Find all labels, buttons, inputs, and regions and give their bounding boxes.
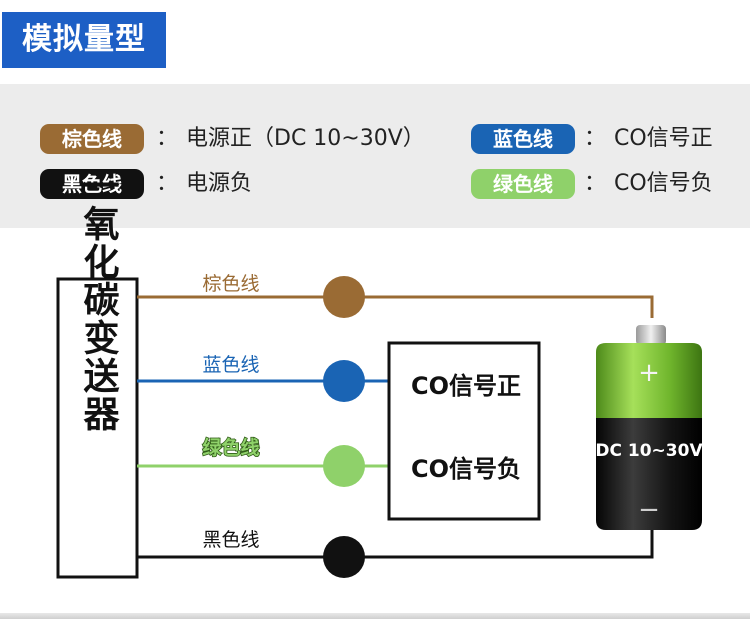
legend-blue-colon: ： [584,126,607,151]
legend-blue-desc: CO信号正 [614,126,713,151]
wire-black-label: 黑色线 [202,529,259,551]
legend-brown-badge: 棕色线 [40,124,144,154]
battery: + DC 10~30V − [595,325,703,530]
terminal-brown [323,276,365,318]
legend-brown-colon: ： [156,126,179,151]
wire-brown [137,295,654,318]
terminal-blue [323,360,365,402]
wire-blue-label: 蓝色线 [202,354,259,376]
signal-positive-label: CO信号正 [411,372,521,400]
wire-brown-label: 棕色线 [202,273,259,295]
legend-black-badge: 黑色线 [40,169,144,199]
battery-plus-icon: + [638,358,660,388]
bottom-strip [0,613,750,619]
legend-panel: 棕色线 ： 电源正（DC 10~30V） 黑色线 ： 电源负 蓝色线 ： CO信… [0,84,750,228]
signal-negative-label: CO信号负 [411,455,521,483]
battery-label: DC 10~30V [595,441,703,461]
transmitter-label: 一氧化碳变送器 [78,167,120,433]
legend-green-desc: CO信号负 [614,171,713,196]
battery-minus-icon: − [638,495,660,525]
battery-top [596,343,702,418]
battery-body [596,418,702,530]
wire-green-label: 绿色线 [202,436,259,459]
legend-green-colon: ： [584,171,607,196]
legend-brown-desc: 电源正（DC 10~30V） [186,126,425,151]
header-bar: 模拟量型 [0,0,750,80]
battery-cap [636,325,666,345]
wire-black [137,528,654,559]
legend-black-colon: ： [156,171,179,196]
page-title: 模拟量型 [2,12,166,68]
legend-blue-badge: 蓝色线 [471,124,575,154]
legend-green-badge: 绿色线 [471,169,575,199]
terminal-green [323,445,365,487]
transmitter-box [56,277,139,579]
legend-black-desc: 电源负 [186,171,253,196]
signal-box [387,341,541,521]
terminal-black [323,536,365,578]
